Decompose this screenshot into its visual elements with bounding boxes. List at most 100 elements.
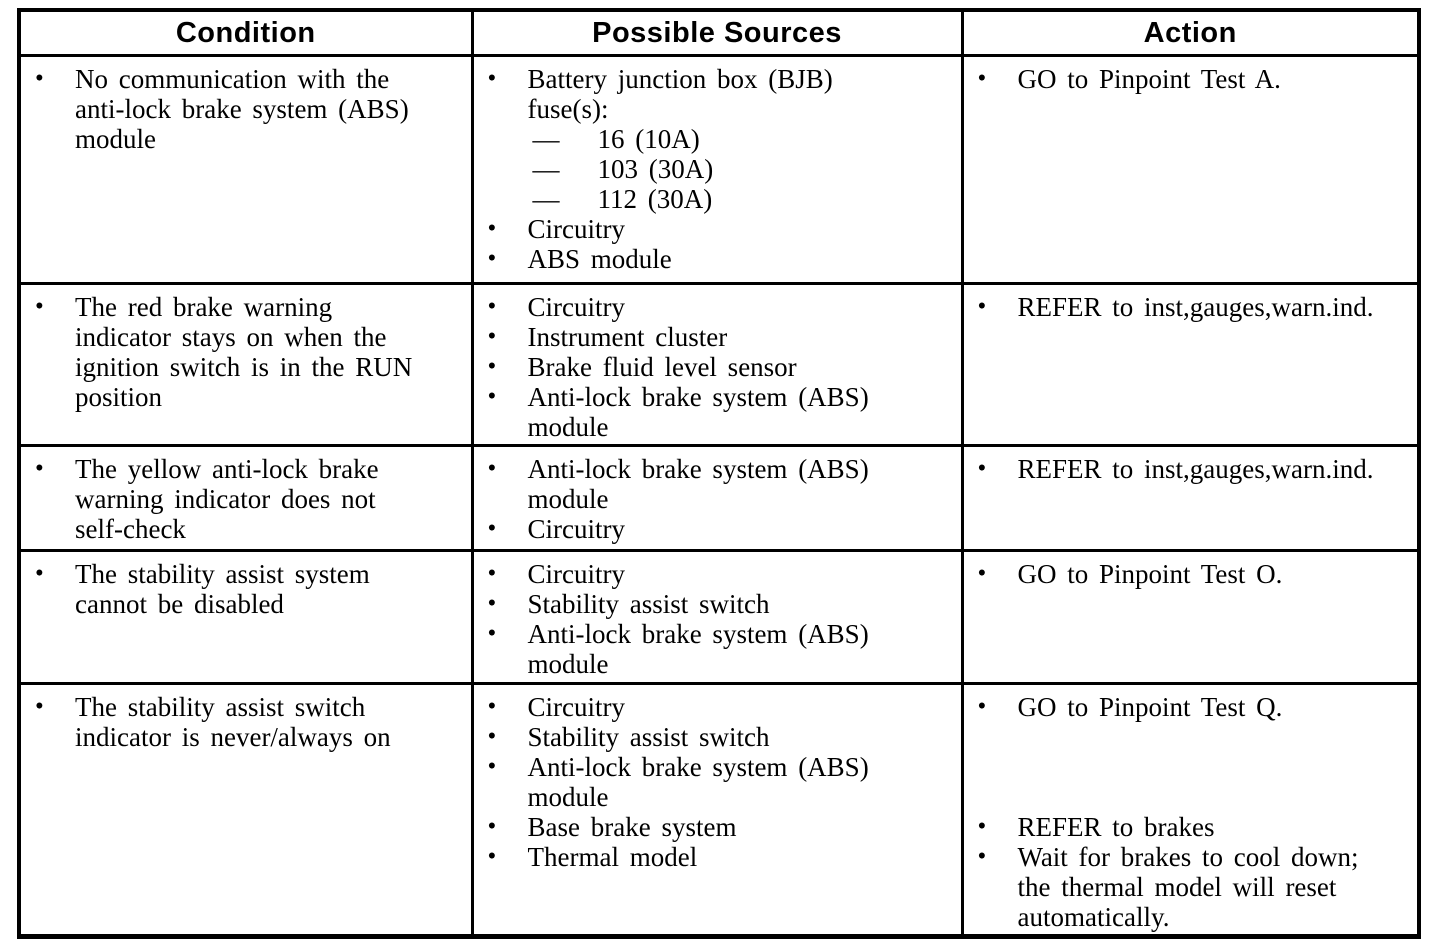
action-cell: • REFER to inst,gauges,warn.ind. [960,444,1421,552]
bulleted-list-item: • Circuitry [474,214,955,244]
table-row: • The stability assist switch indicator i… [17,682,1421,938]
sub-item-text: 112 (30A) [597,184,713,214]
item-text: Circuitry [527,692,625,722]
bulleted-list-item: •Battery junction box (BJB) fuse(s): [474,64,955,124]
item-text: The red brake warning indicator stays on… [75,292,413,412]
bulleted-list-item: • Stability assist switch [474,722,955,752]
possible-sources-cell: • Circuitry • Instrument cluster • Brake flui… [470,282,964,447]
item-text: The yellow anti-lock brake warning indic… [75,454,379,544]
bulleted-list-item: • Stability assist switch [474,589,955,619]
dashed-sub-list-item: —103 (30A) [474,154,955,184]
header-cell-action: Action [960,8,1421,57]
item-text: No communication with the anti-lock brak… [75,64,409,154]
bullet-icon: • [487,323,497,350]
bullet-icon: • [487,293,497,320]
item-text: ABS module [527,244,672,274]
bullet-icon: • [487,813,497,840]
item-text: Anti-lock brake system (ABS) module [527,752,869,812]
bullet-icon: • [487,590,497,617]
header-cell-condition: Condition [17,8,474,57]
bullet-icon: • [977,65,987,92]
diagnostic-table-container: Condition Possible Sources Action • No co… [17,8,1421,939]
bullet-icon: • [487,560,497,587]
bulleted-list-item: • The red brake warning indicator stays o… [21,292,465,412]
bullet-icon: • [977,693,987,720]
bullet-icon: • [977,843,987,870]
possible-sources-cell: •Battery junction box (BJB) fuse(s):—16 … [470,54,964,285]
bullet-icon: • [977,813,987,840]
action-cell: •REFER to inst,gauges,warn.ind. [960,282,1421,447]
table-row: • The red brake warning indicator stays o… [17,282,1421,447]
bulleted-list-item: •GO to Pinpoint Test O. [964,559,1412,589]
action-cell: •GO to Pinpoint Test O. [960,549,1421,685]
item-text: Circuitry [527,514,625,544]
dashed-sub-list-item: — 112 (30A) [474,184,955,214]
condition-cell: • The red brake warning indicator stays o… [17,282,474,447]
bulleted-list-item: • GO to Pinpoint Test Q. [964,692,1412,722]
bulleted-list-item: • REFER to brakes [964,812,1412,842]
header-row: Condition Possible Sources Action [17,8,1421,57]
bullet-icon: • [487,65,497,92]
bulleted-list-item: • Base brake system [474,812,955,842]
item-text: REFER to inst,gauges,warn.ind. [1017,454,1374,484]
bullet-icon: • [487,353,497,380]
item-text: Instrument cluster [527,322,728,352]
bullet-icon: • [487,693,497,720]
bulleted-list-item: •Anti-lock brake system (ABS) module [474,752,955,812]
item-text: GO to Pinpoint Test Q. [1017,692,1283,722]
item-text: Brake fluid level sensor [527,352,797,382]
table-row: • The yellow anti-lock brake warning indi… [17,444,1421,552]
bulleted-list-item: • Instrument cluster [474,322,955,352]
bullet-icon: • [35,65,44,92]
condition-cell: • No communication with the anti-lock bra… [17,54,474,285]
item-text: Stability assist switch [527,589,770,619]
item-text: Anti-lock brake system (ABS) module [527,454,869,514]
bullet-icon: • [487,843,497,870]
item-text: Circuitry [527,559,625,589]
item-text: Anti-lock brake system (ABS) module [527,619,869,679]
possible-sources-cell: • Anti-lock brake system (ABS) module • Cir… [470,444,964,552]
bullet-icon: • [487,455,497,482]
bullet-icon: • [487,620,497,647]
bulleted-list-item: • Circuitry [474,692,955,722]
table-row: • No communication with the anti-lock bra… [17,54,1421,285]
action-cell: • GO to Pinpoint Test A. [960,54,1421,285]
bulleted-list-item: • ABS module [474,244,955,274]
bulleted-list-item: •REFER to inst,gauges,warn.ind. [964,292,1412,322]
bullet-icon: • [487,723,497,750]
bulleted-list-item: •Thermal model [474,842,955,872]
bulleted-list-item: • Anti-lock brake system (ABS) module [474,619,955,679]
bullet-icon: • [487,245,497,272]
bulleted-list-item: • No communication with the anti-lock bra… [21,64,465,154]
dashed-sub-list-item: —16 (10A) [474,124,955,154]
dash-icon: — [532,154,560,184]
dash-icon: — [532,184,560,214]
bulleted-list-item: • The stability assist switch indicator i… [21,692,465,752]
item-text: Circuitry [527,292,625,322]
bullet-icon: • [35,293,44,320]
bullet-icon: • [487,215,497,242]
bullet-icon: • [35,455,44,482]
dash-icon: — [532,124,560,154]
item-text: The stability assist switch indicator is… [75,692,391,752]
bulleted-list-item: • GO to Pinpoint Test A. [964,64,1412,94]
bullet-icon: • [35,560,44,587]
item-text: Base brake system [527,812,737,842]
item-text: GO to Pinpoint Test A. [1017,64,1281,94]
bulleted-list-item: • Circuitry [474,559,955,589]
item-text: REFER to brakes [1017,812,1215,842]
condition-cell: • The stability assist switch indicator i… [17,682,474,938]
bulleted-list-item: •Anti-lock brake system (ABS) module [474,382,955,442]
bullet-icon: • [35,693,44,720]
bulleted-list-item: • Anti-lock brake system (ABS) module [474,454,955,514]
condition-cell: • The stability assist system cannot be d… [17,549,474,685]
item-text: GO to Pinpoint Test O. [1017,559,1283,589]
item-text: Circuitry [527,214,625,244]
item-text: Stability assist switch [527,722,770,752]
item-text: The stability assist system cannot be di… [75,559,370,619]
bulleted-list-item: • REFER to inst,gauges,warn.ind. [964,454,1412,484]
possible-sources-cell: •Circuitry•Stability assist switch•Anti-… [470,682,964,938]
bullet-icon: • [487,515,497,542]
bullet-icon: • [977,455,987,482]
